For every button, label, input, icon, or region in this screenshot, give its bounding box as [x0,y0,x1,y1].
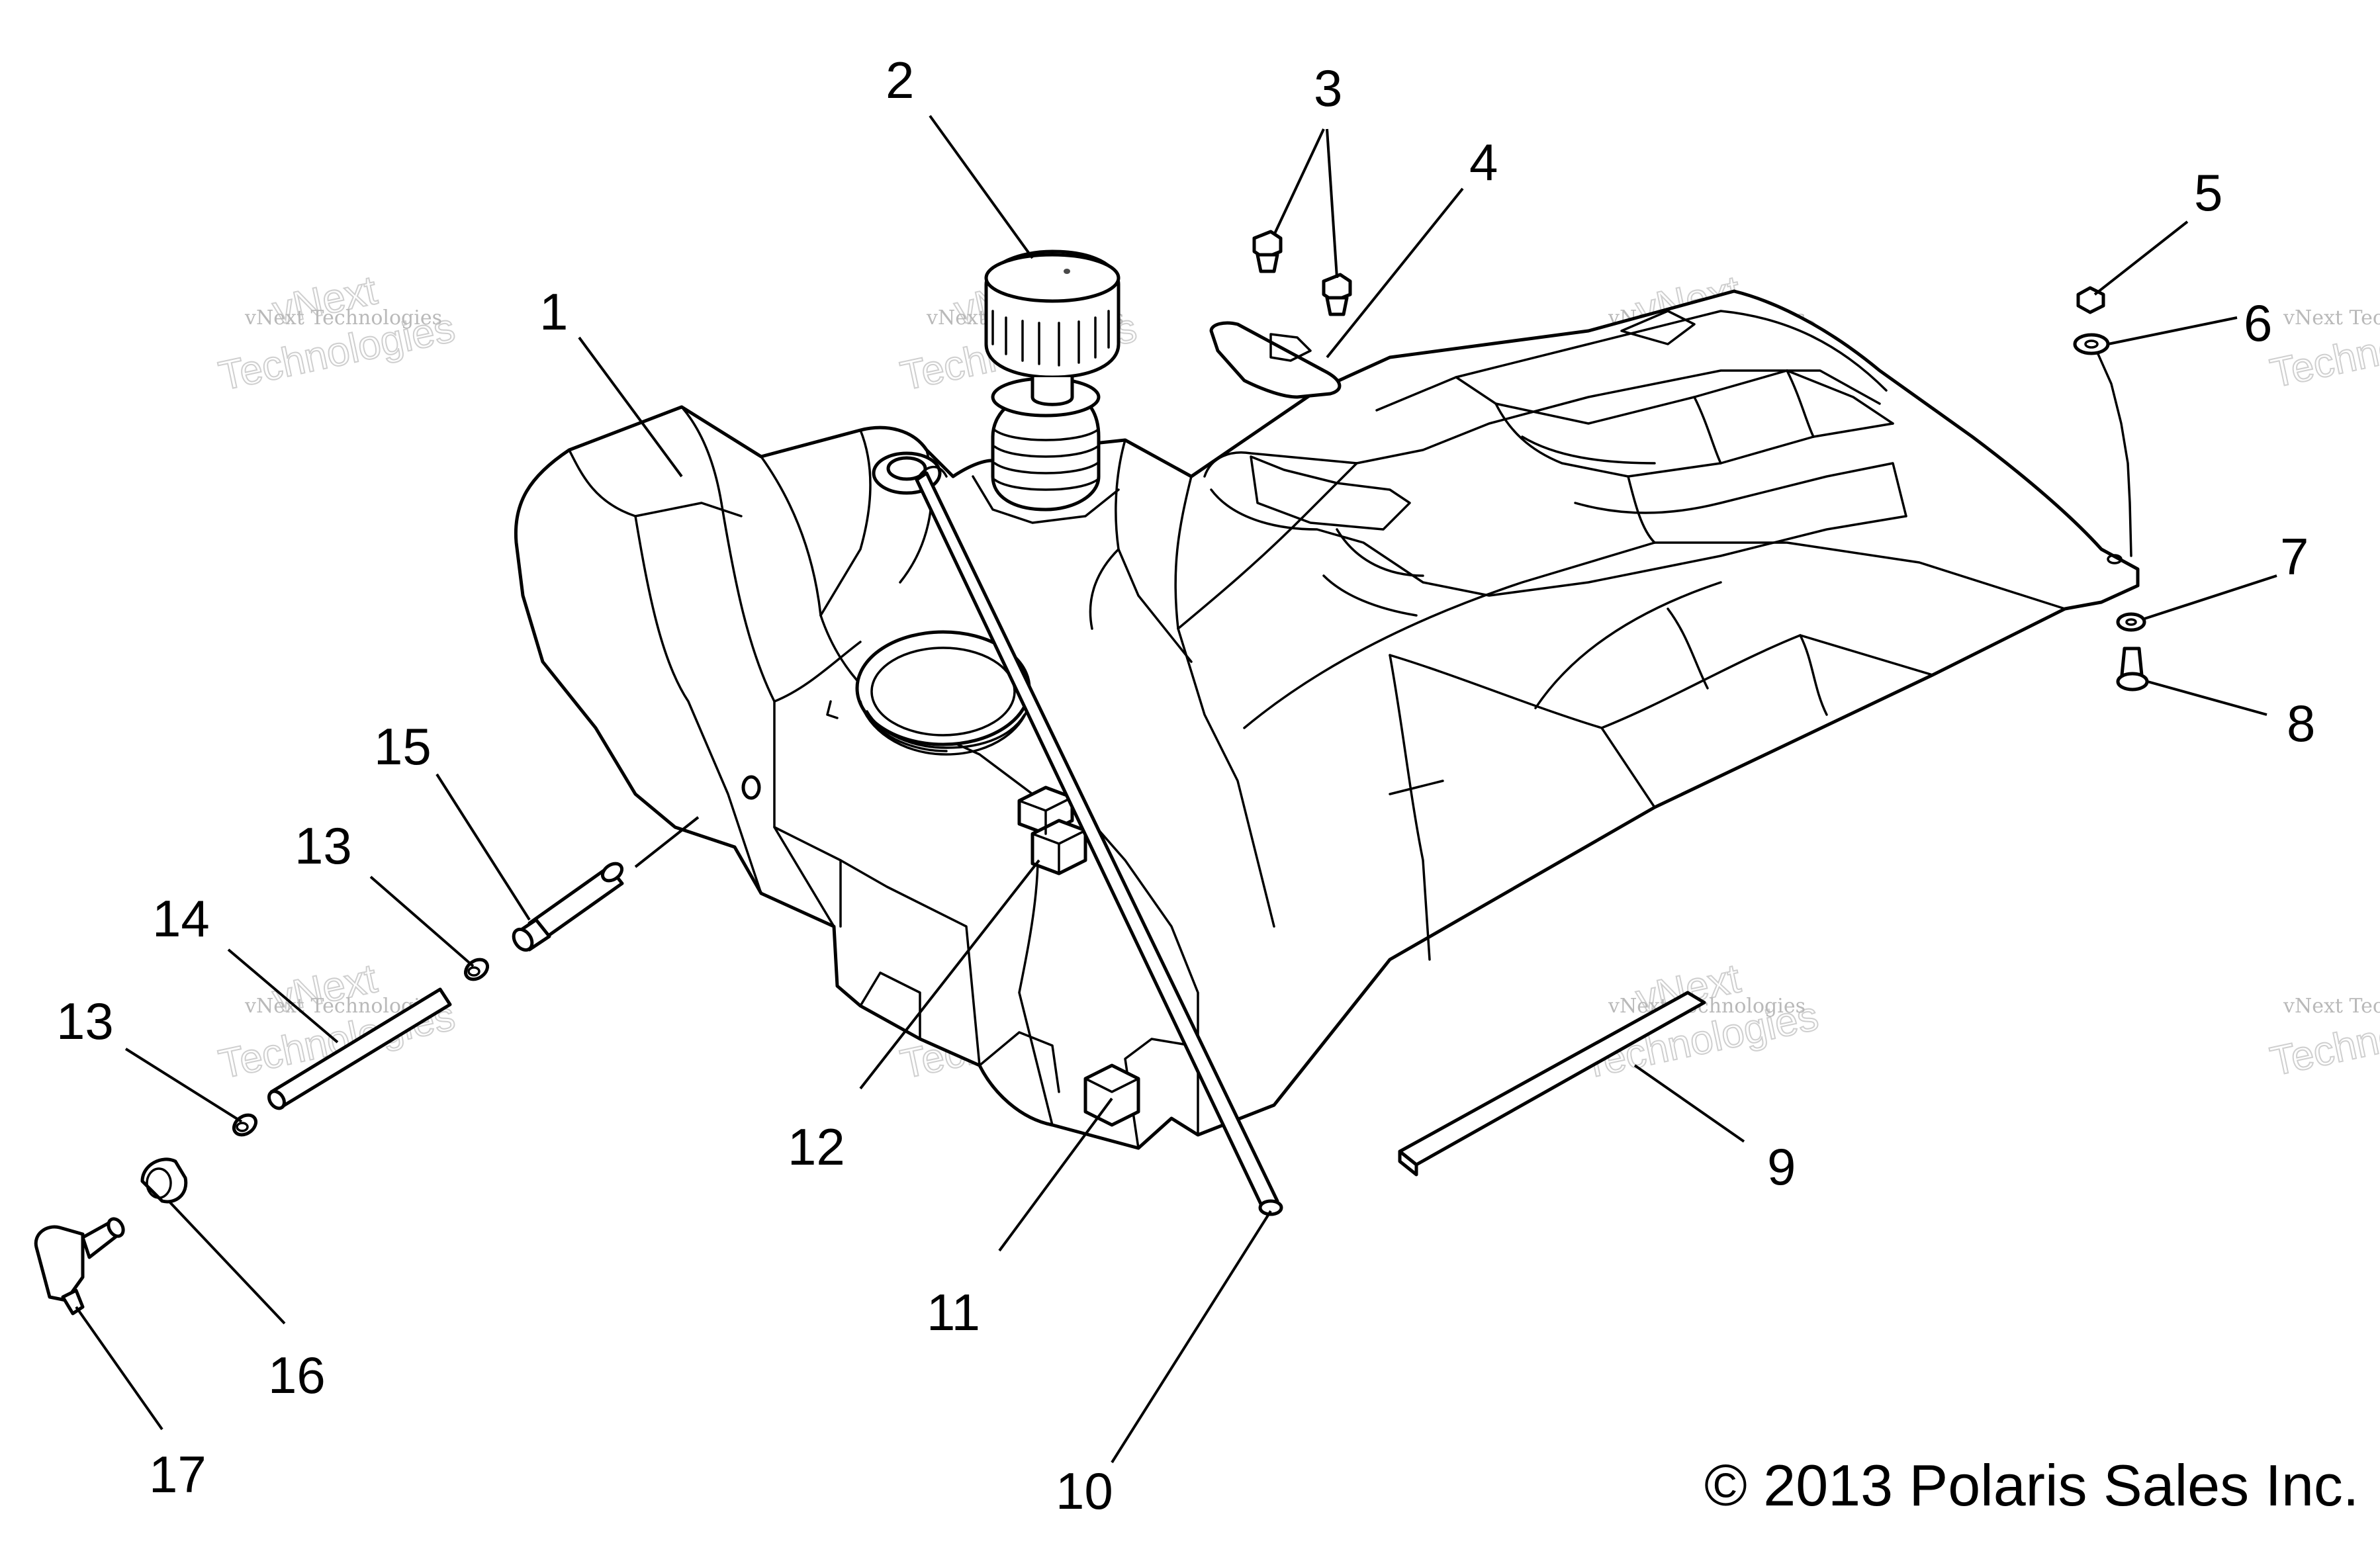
bracket [1209,321,1342,399]
callout-5: 5 [2194,163,2222,222]
watermark: Technol vNext Tec [2266,995,2380,1085]
foam-pad [1398,991,1706,1177]
callout-1: 1 [539,283,568,341]
bolt [1322,273,1352,316]
callout-7: 7 [2280,527,2309,586]
callout-9: 9 [1767,1138,1796,1196]
callout-12: 12 [788,1118,845,1176]
watermark: Technologies vNext vNext Technologies [1578,955,1823,1088]
callout-15: 15 [374,717,432,776]
callout-6: 6 [2244,294,2272,352]
callout-numbers: 1 2 3 4 5 6 7 8 9 10 11 12 13 13 14 15 1… [56,51,2315,1520]
watermark-small-partial: vNext Tec [2283,995,2380,1018]
callout-2: 2 [886,51,914,109]
callout-8: 8 [2287,694,2315,752]
bolt-pair [1252,230,1352,316]
fuel-tank [514,289,2140,1150]
callout-13-lower: 13 [56,992,114,1050]
fitting-15 [512,862,624,952]
grommet-16 [140,1157,188,1204]
fuel-cap [984,249,1121,406]
callout-10: 10 [1056,1462,1113,1520]
callout-13-upper: 13 [295,817,352,875]
bolt [1252,230,1283,273]
callout-3: 3 [1314,59,1342,117]
copyright-notice: © 2013 Polaris Sales Inc. [1704,1453,2359,1518]
hose-14 [267,987,452,1110]
clamp-13b [232,1113,258,1137]
callout-17: 17 [149,1445,206,1503]
watermark-small: vNext Technologies [244,306,442,330]
watermark-big-partial: Technol [2266,1010,2380,1085]
callout-14: 14 [152,889,210,948]
vent-hose [915,465,1283,1216]
elbow-fitting-17 [34,1217,125,1316]
callout-4: 4 [1469,133,1498,191]
leader-lines [75,114,2277,1464]
washer-6 [2073,333,2110,355]
watermark: Technol vNext Tec [2266,306,2380,397]
watermark-small: vNext Technologies [1608,995,1806,1018]
callout-11: 11 [927,1283,980,1341]
bolt-8 [2116,647,2149,692]
callout-16: 16 [268,1346,326,1404]
watermark: Technologies vNext vNext Technologies [214,267,459,400]
watermark-small-partial: vNext Tec [2283,306,2380,330]
watermark-big-partial: Technol [2266,322,2380,396]
washer-7 [2116,612,2146,632]
